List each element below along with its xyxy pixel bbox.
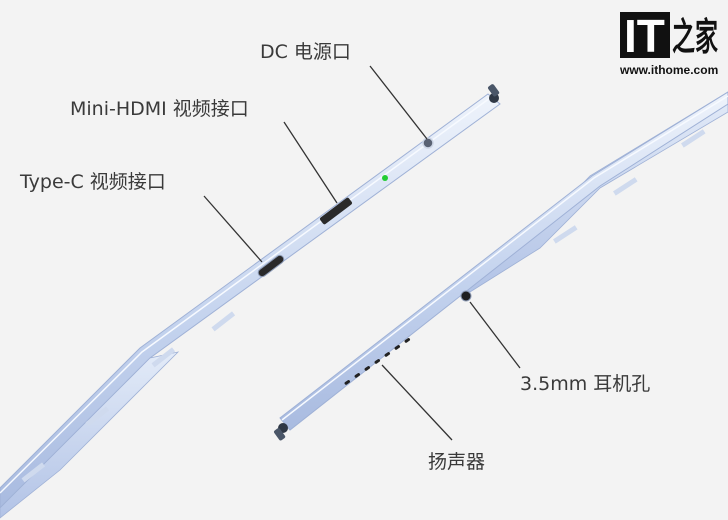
logo-url-text: www.ithome.com: [619, 63, 718, 77]
logo-it-text: IT: [624, 10, 665, 62]
logo-chinese-text: 之家: [672, 14, 718, 59]
label-headphone: 3.5mm 耳机孔: [520, 373, 650, 395]
monitor-right-edge: [274, 91, 728, 441]
ithome-logo: IT 之家 www.ithome.com: [619, 10, 718, 77]
leader-lines: [203, 65, 521, 441]
label-dc-port: DC 电源口: [260, 41, 351, 63]
label-speaker: 扬声器: [428, 451, 485, 473]
logo-it-box: [620, 12, 670, 58]
leader-typec: [203, 195, 263, 263]
mini-hdmi-port: [320, 197, 352, 225]
leader-headphone: [469, 301, 521, 369]
speaker-grille: [344, 338, 411, 385]
headphone-jack: [460, 290, 472, 302]
leader-hdmi: [283, 121, 338, 204]
monitor-left-edge: [0, 84, 501, 519]
label-mini-hdmi: Mini-HDMI 视频接口: [70, 98, 249, 120]
label-type-c: Type-C 视频接口: [19, 171, 166, 193]
type-c-port: [257, 254, 285, 278]
indicator-led: [382, 175, 388, 181]
dc-power-port: [422, 137, 434, 149]
leader-speaker: [381, 364, 453, 441]
leader-dc: [369, 65, 428, 140]
